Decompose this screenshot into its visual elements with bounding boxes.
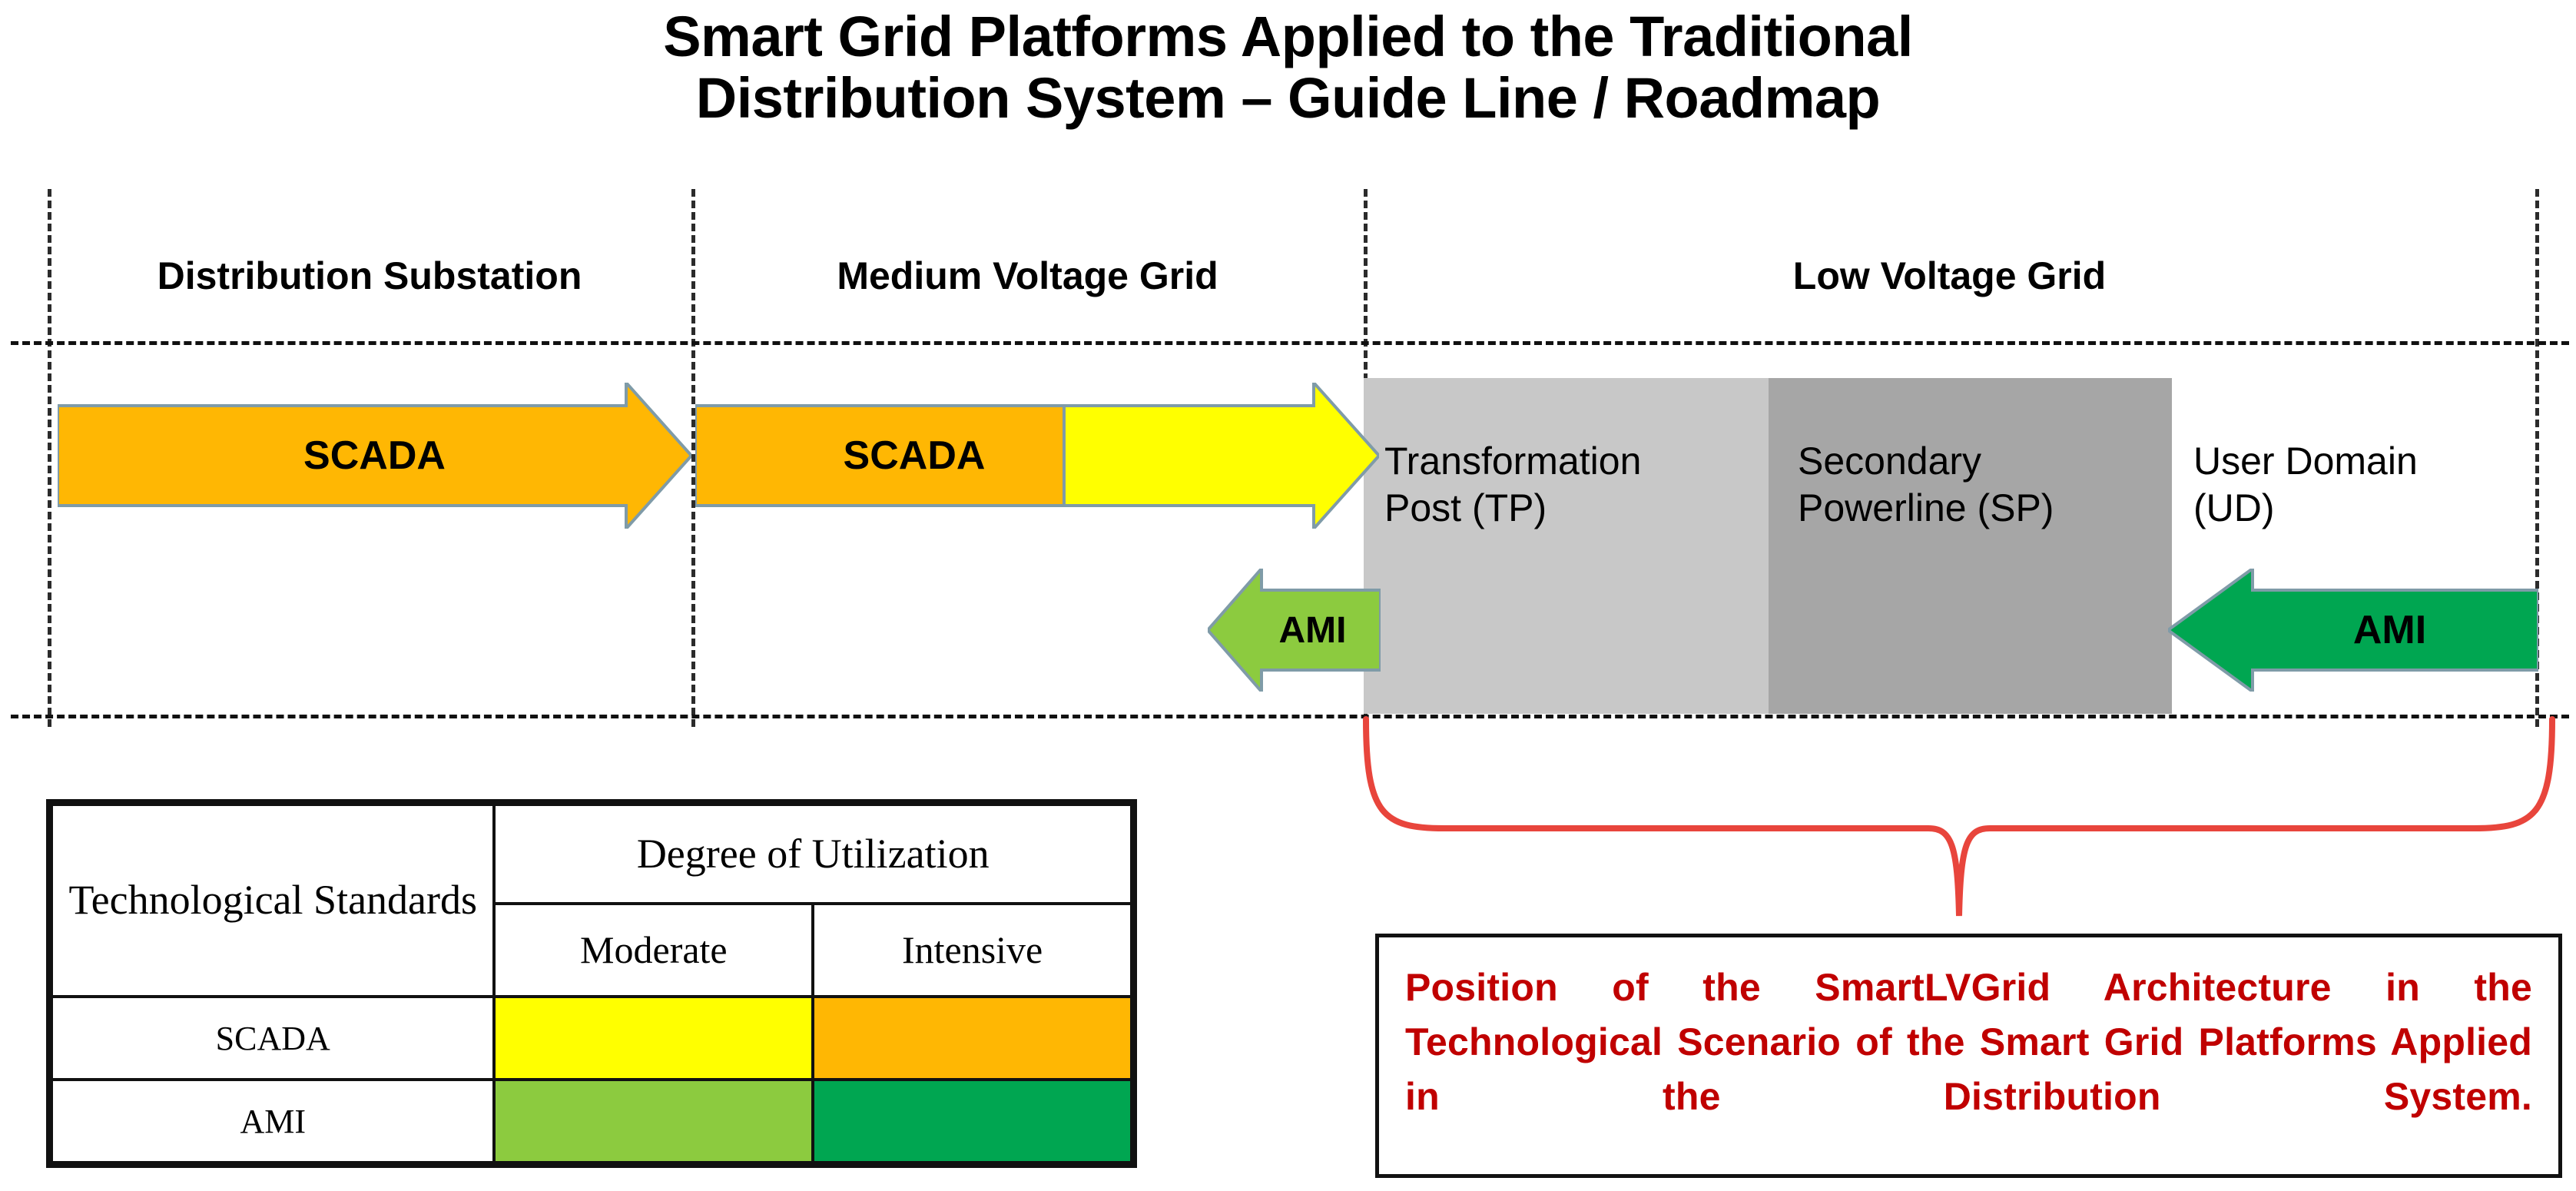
divider-left: [48, 189, 51, 727]
arrow-shape-left-head: [1208, 569, 1381, 692]
arrow-ami-transformation-post[interactable]: AMI: [1208, 569, 1381, 692]
title-line-1: Smart Grid Platforms Applied to the Trad…: [663, 5, 1913, 68]
title-line-2: Distribution System – Guide Line / Roadm…: [695, 65, 1881, 130]
arrow-scada-mv-orange[interactable]: SCADA: [695, 383, 1064, 529]
legend-swatch-scada-intensive: [811, 995, 1133, 1082]
zone-header-distribution-substation: Distribution Substation: [48, 254, 691, 298]
divider-right: [2535, 189, 2539, 727]
zone-label-text: Distribution Substation: [157, 254, 582, 297]
legend-subheader-moderate: Moderate: [492, 901, 815, 999]
legend-subheader-intensive: Intensive: [811, 901, 1133, 999]
domain-box-secondary-powerline: [1769, 378, 2172, 714]
callout-text: Position of the SmartLVGrid Architecture…: [1405, 966, 2532, 1118]
brace-connector: [1363, 716, 2555, 917]
divider-header-bottom: [11, 341, 2569, 345]
legend-swatch-ami-moderate: [492, 1078, 815, 1164]
divider-substation-mv: [691, 189, 695, 727]
arrow-label-scada-mv: SCADA: [843, 433, 986, 478]
arrow-label-scada-substation: SCADA: [303, 433, 446, 478]
table-row: AMI: [49, 1078, 1133, 1164]
arrow-label-ami-tp: AMI: [1278, 609, 1347, 651]
table-row: SCADA: [49, 995, 1133, 1082]
legend-grid: Technological Standards Degree of Utiliz…: [49, 802, 1133, 1164]
domain-label-transformation-post: Transformation Post (TP): [1384, 440, 1642, 529]
callout-box: Position of the SmartLVGrid Architecture…: [1375, 934, 2562, 1178]
arrow-scada-substation[interactable]: SCADA: [58, 383, 691, 529]
arrow-shape-right-head: [1064, 383, 1379, 529]
page-title: Smart Grid Platforms Applied to the Trad…: [0, 6, 2576, 129]
legend-swatch-scada-moderate: [492, 995, 815, 1082]
arrow-scada-mv-yellow[interactable]: [1064, 383, 1379, 529]
zone-header-low-voltage-grid: Low Voltage Grid: [1364, 254, 2535, 298]
divider-body-bottom: [11, 715, 2569, 718]
table-row-header: Technological Standards Degree of Utiliz…: [49, 802, 1133, 999]
zone-label-text: Medium Voltage Grid: [837, 254, 1218, 297]
domain-box-transformation-post: [1364, 378, 1769, 714]
arrow-label-ami-ud: AMI: [2352, 608, 2427, 652]
arrow-ami-user-domain[interactable]: AMI: [2168, 569, 2538, 692]
legend-swatch-ami-intensive: [811, 1078, 1133, 1164]
legend-header-degree: Degree of Utilization: [492, 803, 1133, 905]
domain-label-user-domain: User Domain (UD): [2193, 440, 2418, 529]
table-row-subheader: Moderate Intensive: [51, 901, 1133, 999]
zone-header-medium-voltage-grid: Medium Voltage Grid: [691, 254, 1364, 298]
zone-label-text: Low Voltage Grid: [1792, 254, 2107, 297]
arrow-shape-left-head: [2168, 569, 2538, 692]
legend-row-label-scada: SCADA: [49, 995, 496, 1082]
arrow-shape-right: [58, 383, 691, 529]
legend-header-standards: Technological Standards: [49, 802, 496, 999]
legend-table: Technological Standards Degree of Utiliz…: [46, 799, 1137, 1168]
arrow-shape-segment: [695, 404, 1064, 507]
legend-row-label-ami: AMI: [49, 1078, 496, 1164]
domain-label-secondary-powerline: Secondary Powerline (SP): [1798, 440, 2054, 529]
